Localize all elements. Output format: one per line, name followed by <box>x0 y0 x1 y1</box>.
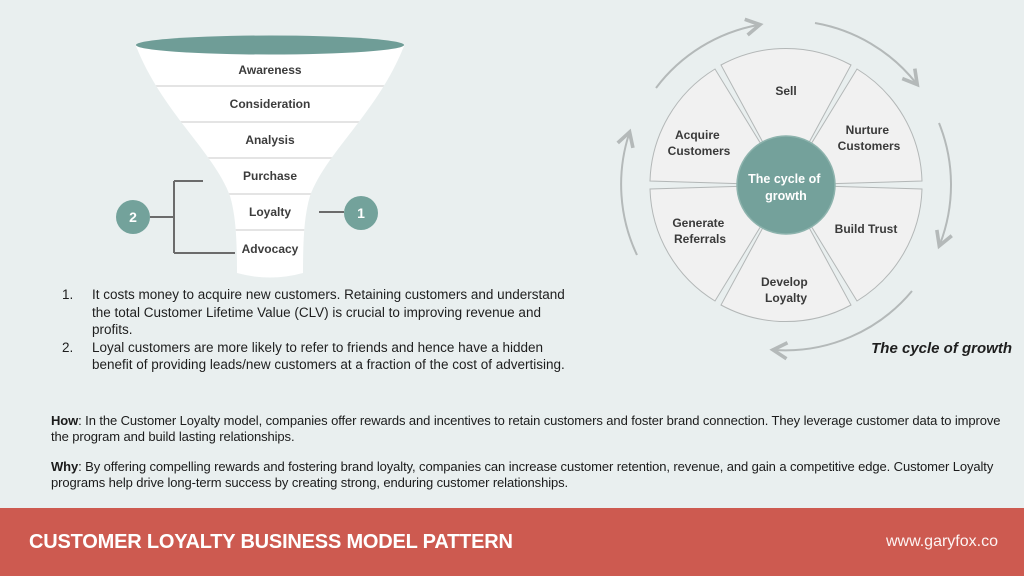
cycle-caption: The cycle of growth <box>871 340 1012 357</box>
marker-2-bracket <box>150 180 235 254</box>
label-sell: Sell <box>775 84 796 98</box>
page-title: CUSTOMER LOYALTY BUSINESS MODEL PATTERN <box>29 530 513 553</box>
wedge-develop-loyalty <box>720 183 852 323</box>
label-generate-referrals: Generate Referrals <box>672 216 727 246</box>
marker-2-number: 2 <box>129 209 137 225</box>
why-text: : By offering compelling rewards and fos… <box>51 459 994 490</box>
funnel-top-ellipse <box>136 35 404 55</box>
list-item: 1. It costs money to acquire new custome… <box>62 286 577 339</box>
cycle-center-label: The cycle of growth <box>748 172 824 203</box>
funnel-stage-loyalty: Loyalty <box>249 205 291 219</box>
label-acquire-customers: Acquire Customers <box>668 128 731 158</box>
marker-2: 2 <box>116 200 150 234</box>
funnel-stage-advocacy: Advocacy <box>242 242 299 256</box>
funnel-stage-analysis: Analysis <box>245 133 295 147</box>
note-number: 1. <box>62 287 74 302</box>
marker-1-number: 1 <box>357 205 365 221</box>
cycle-center-circle <box>736 135 836 235</box>
note-number: 2. <box>62 339 74 355</box>
marker-1: 1 <box>344 196 378 230</box>
funnel-stage-purchase: Purchase <box>243 169 297 183</box>
why-paragraph: Why: By offering compelling rewards and … <box>51 459 1009 491</box>
cycle-arrows <box>616 17 953 361</box>
cycle-of-growth-diagram: Sell Nurture Customers Build Trust Devel… <box>616 17 953 361</box>
wedge-sell <box>720 47 852 187</box>
funnel-stage-consideration: Consideration <box>230 97 311 111</box>
footer-band: CUSTOMER LOYALTY BUSINESS MODEL PATTERN … <box>0 508 1024 576</box>
how-text: : In the Customer Loyalty model, compani… <box>51 413 1001 444</box>
why-label: Why <box>51 459 79 474</box>
list-item: 2. Loyal customers are more likely to re… <box>62 339 577 374</box>
funnel-stage-awareness: Awareness <box>238 63 301 77</box>
arrow-top-right <box>814 22 920 88</box>
how-label: How <box>51 413 79 428</box>
notes-list: 1. It costs money to acquire new custome… <box>62 286 577 374</box>
funnel-body <box>136 46 404 278</box>
arrow-bottom <box>769 290 913 361</box>
arrow-left <box>616 128 638 256</box>
arrow-right <box>935 122 953 250</box>
label-develop-loyalty: Develop Loyalty <box>761 275 811 305</box>
how-paragraph: How: In the Customer Loyalty model, comp… <box>51 413 1009 445</box>
note-text: Loyal customers are more likely to refer… <box>92 339 565 373</box>
note-text: It costs money to acquire new customers.… <box>92 287 565 337</box>
label-nurture-customers: Nurture Customers <box>838 123 901 153</box>
label-build-trust: Build Trust <box>835 222 898 236</box>
arrow-top-left <box>655 17 764 89</box>
funnel-diagram: Awareness Consideration Analysis Purchas… <box>116 35 404 278</box>
website-url: www.garyfox.co <box>885 533 998 550</box>
